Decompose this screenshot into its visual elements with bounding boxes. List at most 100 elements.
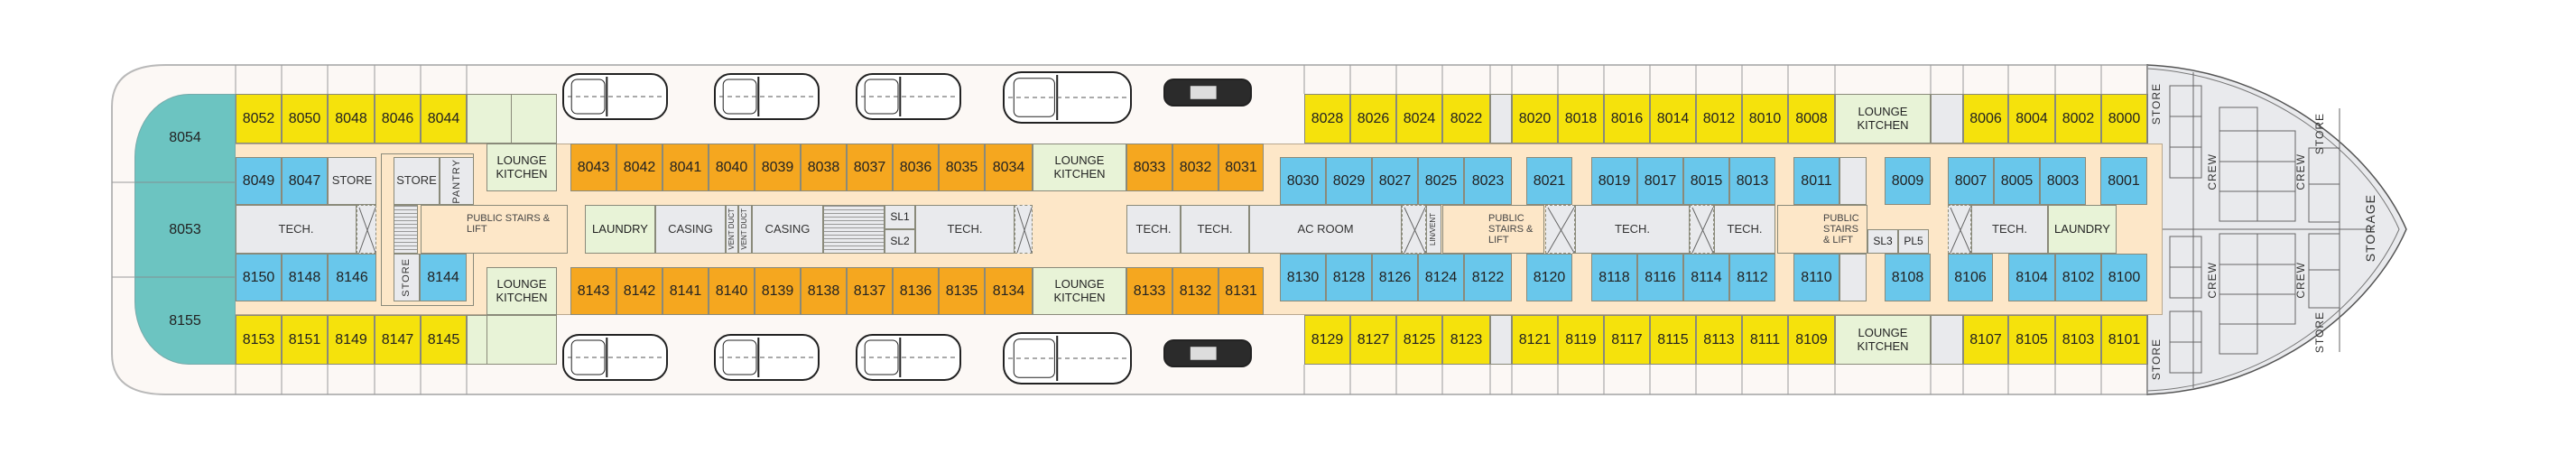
- cabin-8033[interactable]: 8033: [1126, 144, 1172, 191]
- cabin-8031[interactable]: 8031: [1219, 144, 1264, 191]
- cabin-8016[interactable]: 8016: [1604, 94, 1650, 144]
- cabin-8123[interactable]: 8123: [1442, 315, 1490, 365]
- cabin-8109[interactable]: 8109: [1788, 315, 1835, 365]
- cabin-8150[interactable]: 8150: [236, 254, 282, 301]
- cabin-8120[interactable]: 8120: [1526, 254, 1572, 301]
- cabin-8126[interactable]: 8126: [1372, 254, 1418, 301]
- cabin-8139[interactable]: 8139: [755, 267, 801, 315]
- cabin-8110[interactable]: 8110: [1793, 254, 1839, 301]
- cabin-8015[interactable]: 8015: [1683, 157, 1729, 205]
- cabin-8023[interactable]: 8023: [1464, 157, 1512, 205]
- cabin-8011[interactable]: 8011: [1793, 157, 1839, 205]
- cabin-8013[interactable]: 8013: [1729, 157, 1775, 205]
- cabin-8125[interactable]: 8125: [1396, 315, 1442, 365]
- cabin-8018[interactable]: 8018: [1558, 94, 1604, 144]
- cabin-8143[interactable]: 8143: [570, 267, 616, 315]
- cabin-8129[interactable]: 8129: [1304, 315, 1350, 365]
- cabin-8127[interactable]: 8127: [1350, 315, 1396, 365]
- cabin-8115[interactable]: 8115: [1650, 315, 1696, 365]
- cabin-8119[interactable]: 8119: [1558, 315, 1604, 365]
- cabin-8111[interactable]: 8111: [1742, 315, 1788, 365]
- cabin-8003[interactable]: 8003: [2040, 157, 2086, 205]
- cabin-8137[interactable]: 8137: [847, 267, 893, 315]
- cabin-8022[interactable]: 8022: [1442, 94, 1490, 144]
- cabin-8046[interactable]: 8046: [375, 94, 421, 144]
- cabin-8008[interactable]: 8008: [1788, 94, 1835, 144]
- cabin-8019[interactable]: 8019: [1591, 157, 1637, 205]
- cabin-8052[interactable]: 8052: [236, 94, 282, 144]
- cabin-8138[interactable]: 8138: [801, 267, 847, 315]
- cabin-8118[interactable]: 8118: [1591, 254, 1637, 301]
- cabin-8005[interactable]: 8005: [1994, 157, 2040, 205]
- cabin-8130[interactable]: 8130: [1280, 254, 1326, 301]
- cabin-8128[interactable]: 8128: [1326, 254, 1372, 301]
- cabin-8012[interactable]: 8012: [1696, 94, 1742, 144]
- cabin-8002[interactable]: 8002: [2055, 94, 2101, 144]
- cabin-8149[interactable]: 8149: [328, 315, 375, 365]
- cabin-8153[interactable]: 8153: [236, 315, 282, 365]
- cabin-8043[interactable]: 8043: [570, 144, 616, 191]
- cabin-8040[interactable]: 8040: [709, 144, 755, 191]
- cabin-8041[interactable]: 8041: [663, 144, 709, 191]
- cabin-8047[interactable]: 8047: [282, 157, 328, 205]
- cabin-8103[interactable]: 8103: [2055, 315, 2101, 365]
- cabin-8006[interactable]: 8006: [1963, 94, 2008, 144]
- cabin-8004[interactable]: 8004: [2008, 94, 2055, 144]
- cabin-8136[interactable]: 8136: [893, 267, 939, 315]
- cabin-8102[interactable]: 8102: [2055, 254, 2101, 301]
- cabin-8142[interactable]: 8142: [616, 267, 663, 315]
- cabin-8029[interactable]: 8029: [1326, 157, 1372, 205]
- cabin-8140[interactable]: 8140: [709, 267, 755, 315]
- cabin-8021[interactable]: 8021: [1526, 157, 1572, 205]
- cabin-8112[interactable]: 8112: [1729, 254, 1775, 301]
- cabin-8009[interactable]: 8009: [1885, 157, 1931, 205]
- cabin-8020[interactable]: 8020: [1512, 94, 1558, 144]
- cabin-8038[interactable]: 8038: [801, 144, 847, 191]
- cabin-8148[interactable]: 8148: [282, 254, 328, 301]
- cabin-8032[interactable]: 8032: [1172, 144, 1219, 191]
- cabin-8037[interactable]: 8037: [847, 144, 893, 191]
- cabin-8026[interactable]: 8026: [1350, 94, 1396, 144]
- cabin-8024[interactable]: 8024: [1396, 94, 1442, 144]
- cabin-8042[interactable]: 8042: [616, 144, 663, 191]
- cabin-8104[interactable]: 8104: [2008, 254, 2055, 301]
- cabin-8039[interactable]: 8039: [755, 144, 801, 191]
- cabin-8017[interactable]: 8017: [1637, 157, 1683, 205]
- cabin-8028[interactable]: 8028: [1304, 94, 1350, 144]
- cabin-8134[interactable]: 8134: [985, 267, 1033, 315]
- cabin-8106[interactable]: 8106: [1948, 254, 1993, 301]
- cabin-8000[interactable]: 8000: [2101, 94, 2147, 144]
- cabin-8001[interactable]: 8001: [2100, 157, 2147, 205]
- cabin-8131[interactable]: 8131: [1219, 267, 1264, 315]
- cabin-8145[interactable]: 8145: [421, 315, 467, 365]
- cabin-8113[interactable]: 8113: [1696, 315, 1742, 365]
- cabin-8105[interactable]: 8105: [2008, 315, 2055, 365]
- cabin-8133[interactable]: 8133: [1126, 267, 1172, 315]
- cabin-8121[interactable]: 8121: [1512, 315, 1558, 365]
- cabin-8030[interactable]: 8030: [1280, 157, 1326, 205]
- cabin-8010[interactable]: 8010: [1742, 94, 1788, 144]
- cabin-8100[interactable]: 8100: [2101, 254, 2147, 301]
- cabin-8049[interactable]: 8049: [236, 157, 282, 205]
- cabin-8053[interactable]: 8053: [134, 182, 236, 277]
- cabin-8122[interactable]: 8122: [1464, 254, 1512, 301]
- cabin-8117[interactable]: 8117: [1604, 315, 1650, 365]
- cabin-8014[interactable]: 8014: [1650, 94, 1696, 144]
- cabin-8048[interactable]: 8048: [328, 94, 375, 144]
- cabin-8101[interactable]: 8101: [2101, 315, 2147, 365]
- cabin-8147[interactable]: 8147: [375, 315, 421, 365]
- cabin-8036[interactable]: 8036: [893, 144, 939, 191]
- cabin-8116[interactable]: 8116: [1637, 254, 1683, 301]
- cabin-8025[interactable]: 8025: [1418, 157, 1464, 205]
- cabin-8050[interactable]: 8050: [282, 94, 328, 144]
- cabin-8124[interactable]: 8124: [1418, 254, 1464, 301]
- cabin-8108[interactable]: 8108: [1885, 254, 1931, 301]
- cabin-8107[interactable]: 8107: [1963, 315, 2008, 365]
- cabin-8135[interactable]: 8135: [939, 267, 985, 315]
- cabin-8035[interactable]: 8035: [939, 144, 985, 191]
- cabin-8146[interactable]: 8146: [328, 254, 376, 301]
- cabin-8151[interactable]: 8151: [282, 315, 328, 365]
- cabin-8141[interactable]: 8141: [663, 267, 709, 315]
- cabin-8144[interactable]: 8144: [420, 254, 467, 301]
- cabin-8034[interactable]: 8034: [985, 144, 1033, 191]
